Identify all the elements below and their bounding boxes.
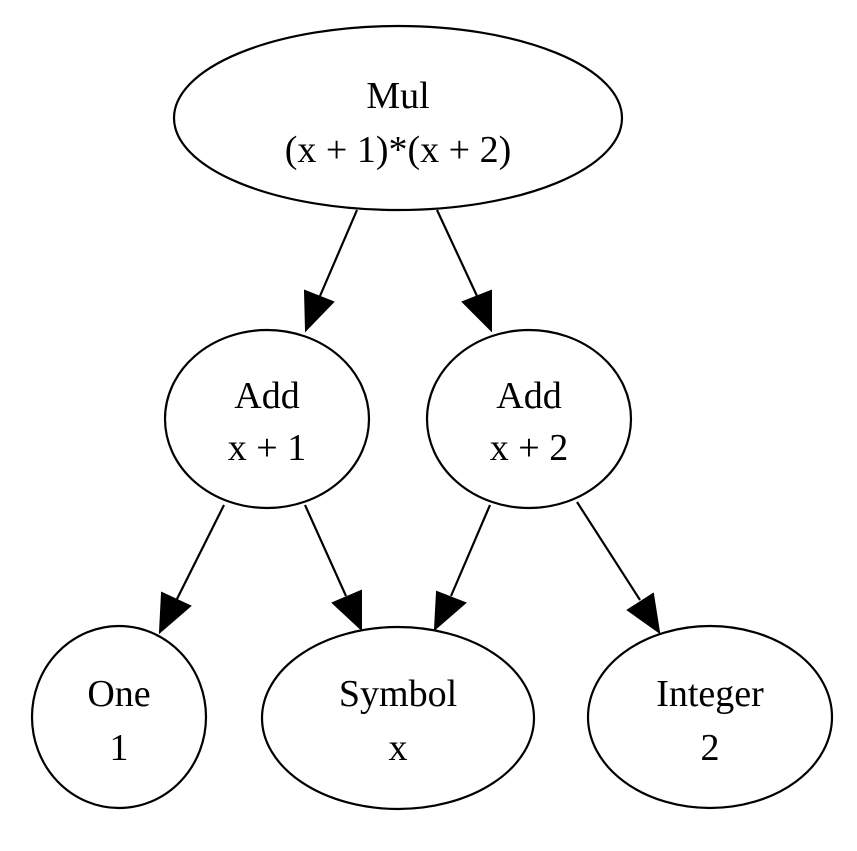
node-mul: Mul (x + 1)*(x + 2) [172, 24, 624, 212]
node-one: One 1 [30, 624, 208, 810]
node-symbol-type: Symbol [339, 673, 457, 715]
node-symbol: Symbol x [260, 625, 536, 811]
node-symbol-shape [260, 625, 536, 811]
node-one-shape [30, 624, 208, 810]
node-mul-expr: (x + 1)*(x + 2) [285, 129, 511, 171]
edge-mul-to-add2 [436, 209, 492, 333]
node-add1-expr: x + 1 [228, 427, 306, 469]
node-add2-type: Add [496, 375, 561, 417]
node-add2-expr: x + 2 [490, 427, 568, 469]
node-add-x-plus-2: Add x + 2 [425, 328, 633, 510]
node-integer-expr: 2 [701, 727, 720, 769]
node-integer: Integer 2 [586, 624, 834, 810]
edge-add2-to-integer [576, 501, 661, 635]
node-one-expr: 1 [110, 727, 129, 769]
node-mul-shape [172, 24, 624, 212]
node-add2-shape [425, 328, 633, 510]
node-add-x-plus-1: Add x + 1 [163, 328, 371, 510]
node-integer-type: Integer [656, 673, 764, 715]
node-add1-shape [163, 328, 371, 510]
edge-add1-to-symbol [303, 504, 362, 632]
edge-add2-to-symbol [433, 504, 492, 632]
node-symbol-expr: x [389, 727, 408, 769]
node-add1-type: Add [234, 375, 299, 417]
node-integer-shape [586, 624, 834, 810]
edge-mul-to-add1 [303, 209, 359, 333]
edge-add1-to-one [158, 504, 225, 635]
node-mul-type: Mul [366, 75, 429, 117]
edges [158, 209, 661, 635]
node-one-type: One [87, 673, 150, 715]
